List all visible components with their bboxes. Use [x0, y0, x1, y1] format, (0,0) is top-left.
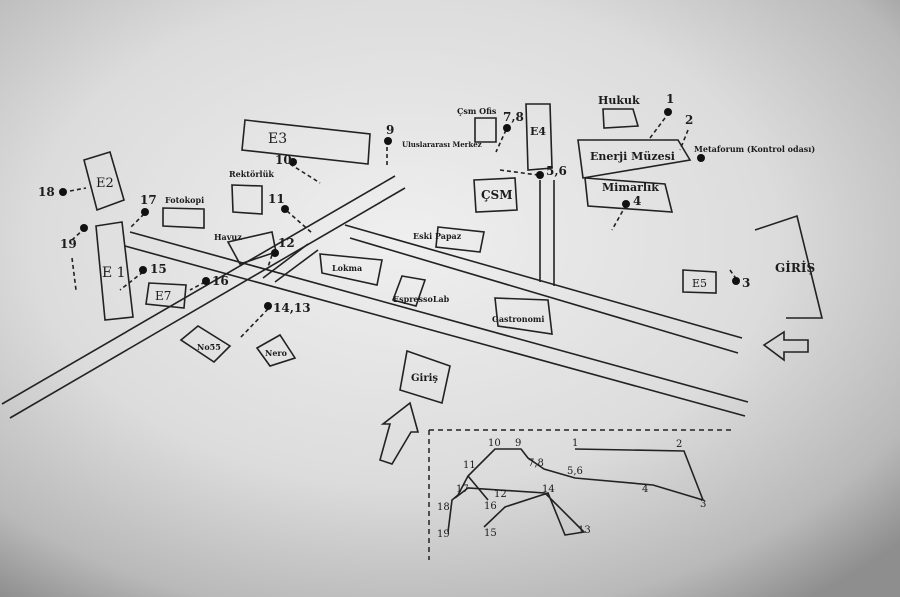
point-label-5-6: 5,6 [546, 164, 567, 178]
route-label-1: 1 [572, 438, 578, 449]
label-metaforum: Metaforum (Kontrol odası) [694, 144, 815, 154]
label-no55: No55 [197, 342, 221, 352]
label-mimarlik: Mimarlık [602, 181, 659, 194]
label-csm-ofis: Çsm Ofis [457, 106, 497, 116]
point-label-17: 17 [140, 193, 157, 207]
point-dots [59, 108, 740, 310]
building-shapes [83, 103, 824, 405]
building-labels: Hukuk E3 Çsm Ofis E4 Uluslararası Merkez… [96, 94, 815, 384]
point-label-10: 10 [275, 153, 292, 167]
route-label-13: 13 [578, 525, 591, 536]
route-label-2: 2 [676, 439, 682, 450]
label-e3: E3 [268, 131, 287, 147]
route-label-17: 17 [456, 484, 469, 495]
label-havuz: Havuz [214, 232, 242, 242]
point-labels: 1 2 3 4 5,6 7,8 9 10 11 12 14,13 15 16 1… [38, 92, 750, 315]
route-label-4: 4 [642, 484, 648, 495]
label-espressolab: EspressoLab [393, 294, 450, 304]
label-giris-center: Giriş [411, 373, 438, 384]
point-label-3: 3 [742, 276, 750, 290]
right-entrance-arrow [762, 330, 809, 362]
label-enerji-muzesi: Enerji Müzesi [590, 150, 675, 163]
label-hukuk: Hukuk [598, 94, 640, 107]
label-e1: E 1 [102, 265, 126, 281]
route-inset: 1 2 3 4 5,6 7,8 9 10 11 12 13 14 15 16 1… [428, 429, 735, 560]
label-uluslararasi-merkez: Uluslararası Merkez [402, 140, 482, 149]
point-label-16: 16 [212, 274, 229, 288]
inset-border [428, 429, 735, 560]
route-label-9: 9 [515, 438, 521, 449]
point-label-14-13: 14,13 [273, 301, 311, 315]
point-label-2: 2 [685, 113, 693, 127]
route-label-15: 15 [484, 528, 497, 539]
label-gastronomi: Gastronomi [492, 314, 544, 324]
route-label-7-8: 7,8 [528, 458, 544, 469]
route-label-10: 10 [488, 438, 501, 449]
route-labels: 1 2 3 4 5,6 7,8 9 10 11 12 13 14 15 16 1… [437, 438, 706, 540]
label-lokma: Lokma [332, 263, 362, 273]
route-label-11: 11 [463, 460, 476, 471]
roads [1, 175, 749, 419]
point-label-9: 9 [386, 123, 394, 137]
label-rektorluk: Rektörlük [229, 169, 274, 179]
point-label-4: 4 [633, 194, 641, 208]
route-label-14: 14 [542, 484, 555, 495]
route-label-18: 18 [437, 502, 450, 513]
label-eski-papaz: Eski Papaz [413, 231, 462, 241]
point-label-18: 18 [38, 185, 55, 199]
point-label-15: 15 [150, 262, 167, 276]
label-fotokopi: Fotokopi [165, 195, 204, 205]
label-e2: E2 [96, 176, 114, 191]
label-e4: E4 [530, 125, 546, 138]
label-nero: Nero [265, 348, 288, 358]
point-label-12: 12 [278, 236, 295, 250]
route-label-3: 3 [700, 499, 706, 510]
point-label-19: 19 [60, 237, 77, 251]
route-label-19: 19 [437, 529, 450, 540]
point-label-7-8: 7,8 [503, 110, 524, 124]
center-entrance-arrow [379, 401, 420, 465]
label-e5: E5 [692, 277, 707, 290]
label-giris-right: GİRİŞ [775, 260, 815, 275]
dashed-connectors [69, 117, 738, 339]
point-label-11: 11 [268, 192, 285, 206]
point-label-1: 1 [666, 92, 674, 106]
route-label-12: 12 [494, 489, 507, 500]
route-label-5-6: 5,6 [567, 466, 583, 477]
route-path [447, 448, 705, 536]
label-e7: E7 [155, 289, 171, 303]
route-label-16: 16 [484, 501, 497, 512]
label-csm: ÇSM [481, 188, 513, 202]
